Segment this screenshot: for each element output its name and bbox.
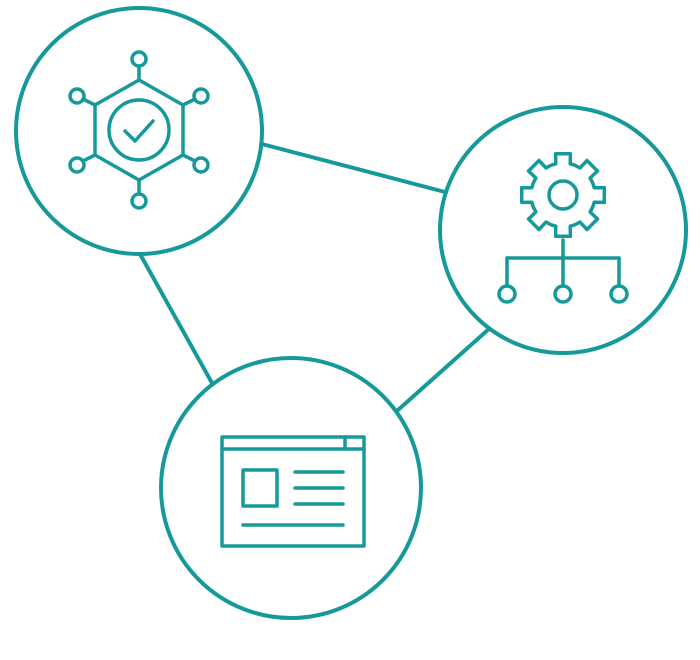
gear-shape	[519, 151, 607, 239]
gear-hierarchy-icon	[497, 151, 629, 304]
node-circle	[438, 105, 688, 355]
browser-window-layout-icon	[220, 435, 366, 548]
connector-validation-interface	[138, 252, 214, 385]
node-interface	[159, 356, 423, 620]
connectors	[138, 141, 492, 412]
connector-configuration-interface	[396, 326, 492, 412]
node-circle	[159, 356, 423, 620]
verified-hexagon-network-icon	[68, 50, 210, 210]
node-validation	[14, 6, 264, 256]
node-configuration	[438, 105, 688, 355]
node-circle	[14, 6, 264, 256]
connector-validation-configuration	[256, 141, 447, 194]
